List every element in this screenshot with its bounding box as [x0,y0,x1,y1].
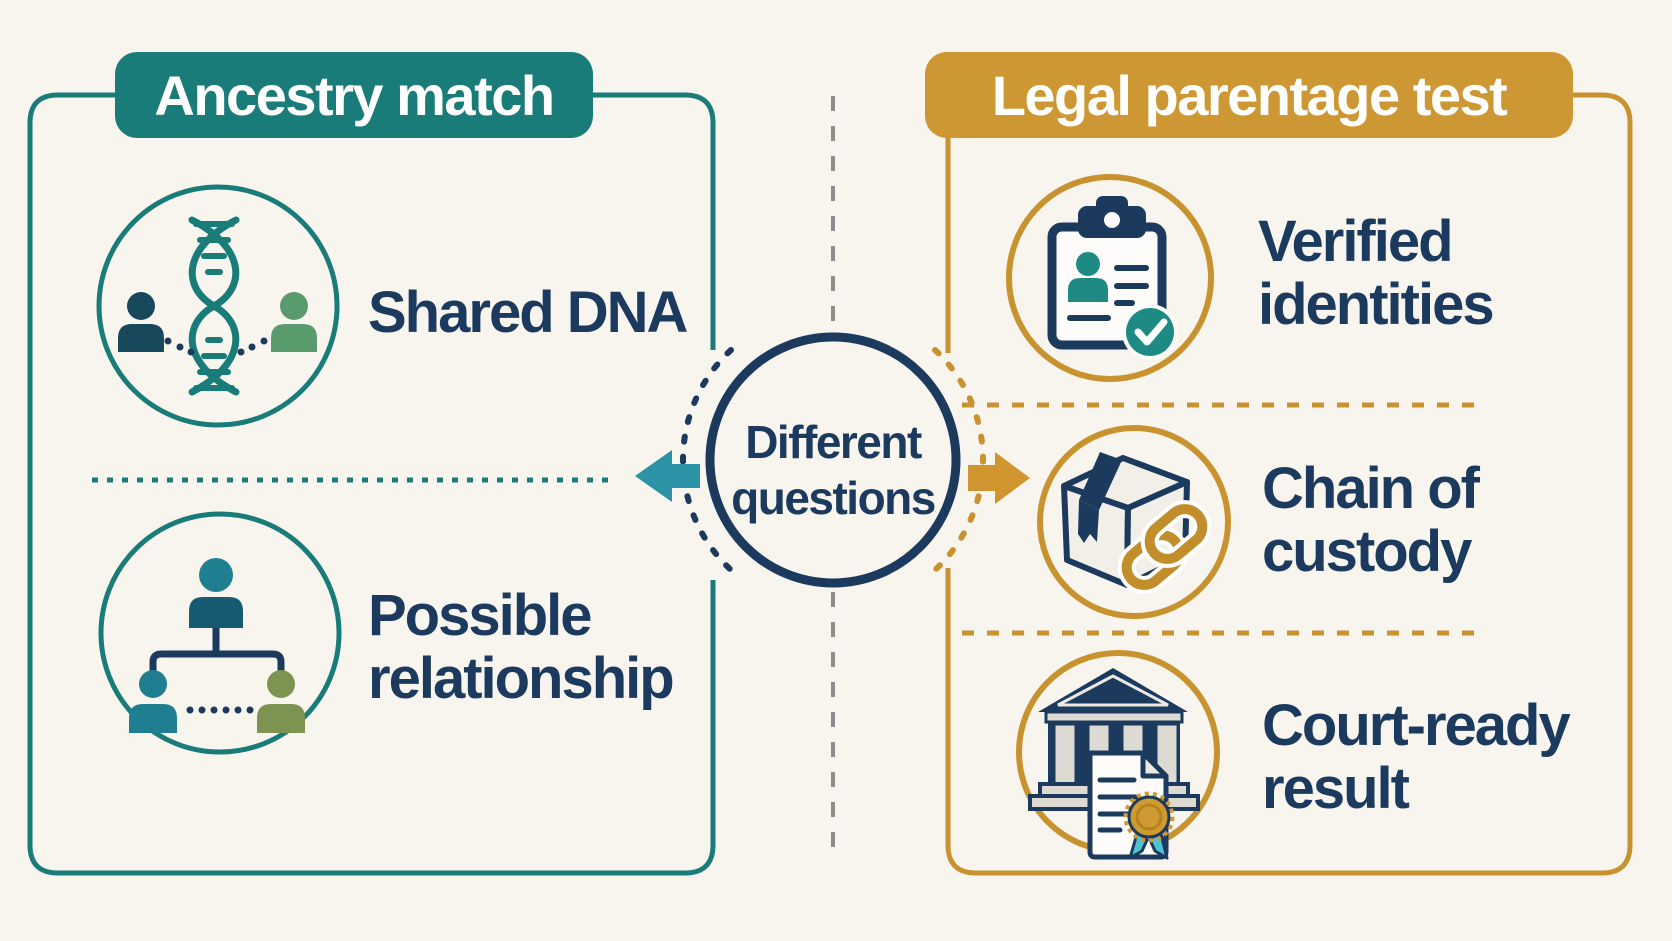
family-tree-icon [98,511,342,755]
dotted-connectors [164,337,268,356]
id-person [1068,252,1108,302]
check-mark-icon [1134,318,1168,346]
person-right [271,292,317,352]
center-circle [705,332,961,588]
dna-strand [188,216,240,396]
courthouse-certificate-icon [1016,650,1220,860]
check-circle [1126,308,1174,356]
person-left [118,292,164,352]
sealed-box-chain-icon [1037,425,1231,619]
label-line: Possible [368,583,593,648]
label-line: Shared DNA [368,280,688,345]
right-arrow-icon [968,452,1030,504]
label-possible-relationship: Possible relationship [368,583,675,711]
label-chain-of-custody: Chain of custody [1262,456,1480,584]
box-tape-tail [1078,500,1099,543]
icon-ring [98,511,342,755]
icon-ring [1037,425,1231,619]
clip-hole [1104,212,1120,228]
right-panel-header: Legal parentage test [925,52,1573,138]
id-text-lines [1067,265,1149,321]
dotted-relation-line [186,706,254,714]
left-panel-title: Ancestry match [154,63,555,127]
label-line: Different [745,416,922,468]
tree-bracket [149,650,285,676]
label-shared-dna: Shared DNA [368,280,688,345]
right-panel-title: Legal parentage test [991,63,1508,127]
gold-seal-icon [1123,791,1175,860]
label-line: identities [1258,272,1495,337]
center-circle-label: Different questions [703,414,963,526]
left-dashed-arc [680,347,734,573]
box-tape [1079,452,1122,510]
chain-links-icon [1117,500,1212,594]
icon-ring [96,184,340,428]
label-line: result [1262,756,1410,821]
label-line: custody [1262,519,1472,584]
label-line: relationship [368,646,675,711]
person-parent [189,558,243,628]
person-child-left [129,670,177,733]
icon-ring [1006,174,1214,382]
left-panel-border [27,92,716,876]
label-line: Court-ready [1262,693,1571,758]
left-arrow-icon [635,450,700,502]
right-dashed-arc [932,347,986,573]
label-verified-identities: Verified identities [1258,209,1495,337]
label-line: questions [731,472,936,524]
dna-shared-icon [96,184,340,428]
label-line: Verified [1258,209,1454,274]
id-clipboard-icon [1006,174,1214,382]
label-court-ready-result: Court-ready result [1262,693,1571,821]
person-child-right [257,670,305,733]
left-panel-header: Ancestry match [115,52,593,138]
label-line: Chain of [1262,456,1480,521]
